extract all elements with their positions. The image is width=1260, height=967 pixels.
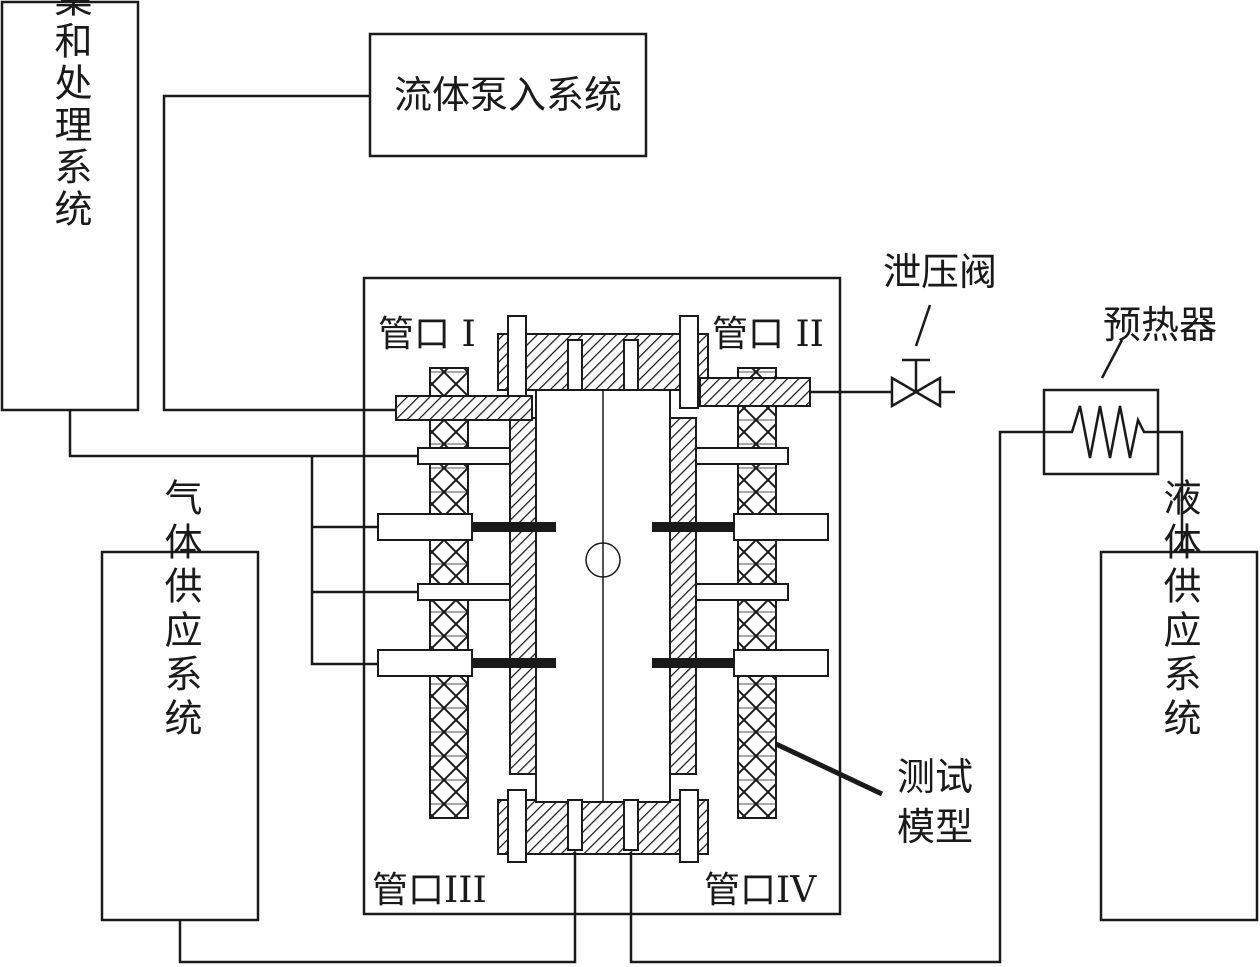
inlet-fitting-top-left xyxy=(395,395,533,421)
preheater: 预热器 xyxy=(1042,303,1217,476)
gas-supply-system-label: 气体供应系统 xyxy=(158,478,202,742)
outlet-fitting-top-right xyxy=(699,377,811,407)
preheater-label: 预热器 xyxy=(1103,303,1217,347)
sensor-probes xyxy=(377,447,829,677)
port-1-label: 管口 I xyxy=(378,314,476,355)
viewport-circle xyxy=(585,542,621,578)
data-acquisition-system-box: 数据采集和处理系统 xyxy=(0,0,140,412)
port-4-label: 管口IV xyxy=(704,870,817,911)
svg-text:测试: 测试 xyxy=(897,755,973,799)
fluid-pump-system-box: 流体泵入系统 xyxy=(368,32,648,158)
data-acquisition-system-label: 数据采集和处理系统 xyxy=(48,0,92,231)
test-model-label: 测试 模型 xyxy=(774,741,973,849)
valve-icon xyxy=(890,375,942,409)
liquid-supply-system-label: 液体供应系统 xyxy=(1157,478,1201,742)
relief-valve: 泄压阀 xyxy=(883,250,997,409)
bolts-top xyxy=(507,315,699,409)
fluid-pump-system-label: 流体泵入系统 xyxy=(394,73,622,117)
heater-coil-icon xyxy=(1046,405,1156,459)
relief-valve-label: 泄压阀 xyxy=(883,250,997,294)
port-3-label: 管口III xyxy=(372,870,487,911)
gas-supply-system-box: 气体供应系统 xyxy=(100,478,260,922)
connection-lines xyxy=(68,94,1184,964)
bolts-bottom xyxy=(507,789,699,863)
vessel-walls xyxy=(497,333,709,855)
port-2-label: 管口 II xyxy=(712,314,824,355)
liquid-supply-system-box: 液体供应系统 xyxy=(1099,478,1259,922)
svg-text:模型: 模型 xyxy=(897,805,973,849)
